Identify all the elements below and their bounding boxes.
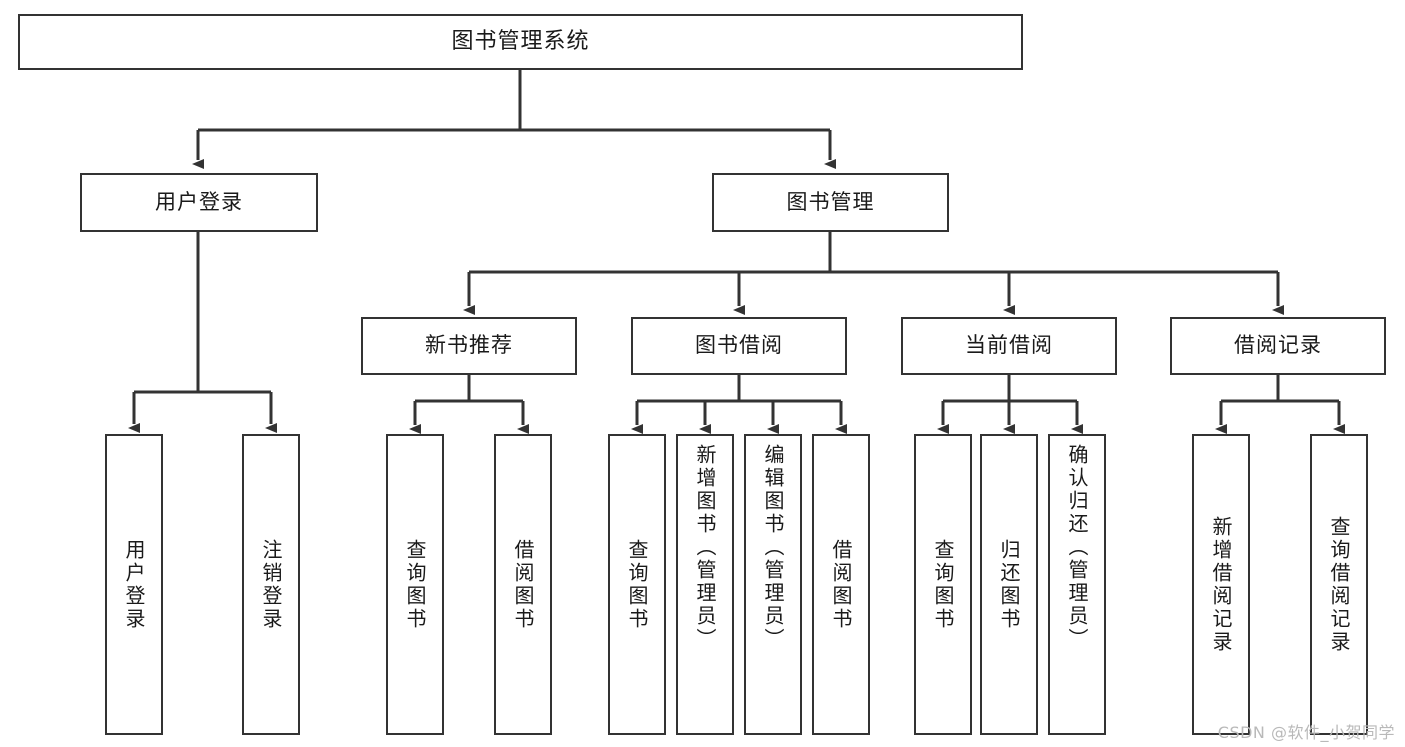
node-label: 查询图书 <box>931 538 955 631</box>
edges-userlogin-to-leaves <box>128 232 277 433</box>
leaf-user-login-login[interactable]: 用户登录 <box>105 434 163 735</box>
node-label: 编辑图书（管理员） <box>761 444 785 651</box>
leaf-new-book-borrow[interactable]: 借阅图书 <box>494 434 552 735</box>
node-label: 查询图书 <box>625 538 649 631</box>
csdn-watermark: CSDN @软件_小贺同学 <box>1217 723 1395 742</box>
edges-current-to-leaves <box>937 375 1083 434</box>
edges-records-to-leaves <box>1215 375 1345 434</box>
node-current-borrow[interactable]: 当前借阅 <box>901 317 1117 375</box>
node-label: 查询图书 <box>403 538 427 631</box>
node-label: 归还图书 <box>997 538 1021 631</box>
node-label: 新书推荐 <box>425 333 513 358</box>
node-label: 新增图书（管理员） <box>693 444 717 651</box>
edges-newbook-to-leaves <box>409 375 529 434</box>
node-label: 用户登录 <box>155 189 243 214</box>
leaf-borrow-edit-book[interactable]: 编辑图书（管理员） <box>744 434 802 735</box>
node-label: 借阅图书 <box>511 538 535 631</box>
leaf-borrow-borrow-book[interactable]: 借阅图书 <box>812 434 870 735</box>
node-label: 借阅图书 <box>829 538 853 631</box>
leaf-records-query-record[interactable]: 查询借阅记录 <box>1310 434 1368 735</box>
leaf-current-query-book[interactable]: 查询图书 <box>914 434 972 735</box>
node-label: 借阅记录 <box>1234 333 1322 358</box>
node-label: 图书管理系统 <box>451 28 590 54</box>
leaf-borrow-query-book[interactable]: 查询图书 <box>608 434 666 735</box>
edges-bookmgmt-to-level2 <box>463 232 1284 315</box>
node-borrow-records[interactable]: 借阅记录 <box>1170 317 1386 375</box>
edges-borrow-to-leaves <box>631 375 847 434</box>
node-user-login[interactable]: 用户登录 <box>80 173 318 232</box>
node-label: 图书管理 <box>786 189 875 214</box>
node-label: 图书借阅 <box>695 333 783 358</box>
leaf-borrow-add-book[interactable]: 新增图书（管理员） <box>676 434 734 735</box>
node-label: 用户登录 <box>122 538 146 631</box>
node-label: 新增借阅记录 <box>1209 515 1233 654</box>
leaf-current-return-book[interactable]: 归还图书 <box>980 434 1038 735</box>
leaf-records-add-record[interactable]: 新增借阅记录 <box>1192 434 1250 735</box>
node-book-borrow[interactable]: 图书借阅 <box>631 317 847 375</box>
leaf-new-book-query[interactable]: 查询图书 <box>386 434 444 735</box>
leaf-current-confirm-return[interactable]: 确认归还（管理员） <box>1048 434 1106 735</box>
node-label: 查询借阅记录 <box>1327 515 1351 654</box>
node-label: 注销登录 <box>259 538 283 631</box>
node-new-book-recommend[interactable]: 新书推荐 <box>361 317 577 375</box>
node-label: 确认归还（管理员） <box>1065 444 1089 651</box>
node-book-management[interactable]: 图书管理 <box>712 173 949 232</box>
node-root-library-system[interactable]: 图书管理系统 <box>18 14 1023 70</box>
node-label: 当前借阅 <box>965 333 1053 358</box>
edges-root-to-level1 <box>192 70 836 169</box>
leaf-user-login-logout[interactable]: 注销登录 <box>242 434 300 735</box>
